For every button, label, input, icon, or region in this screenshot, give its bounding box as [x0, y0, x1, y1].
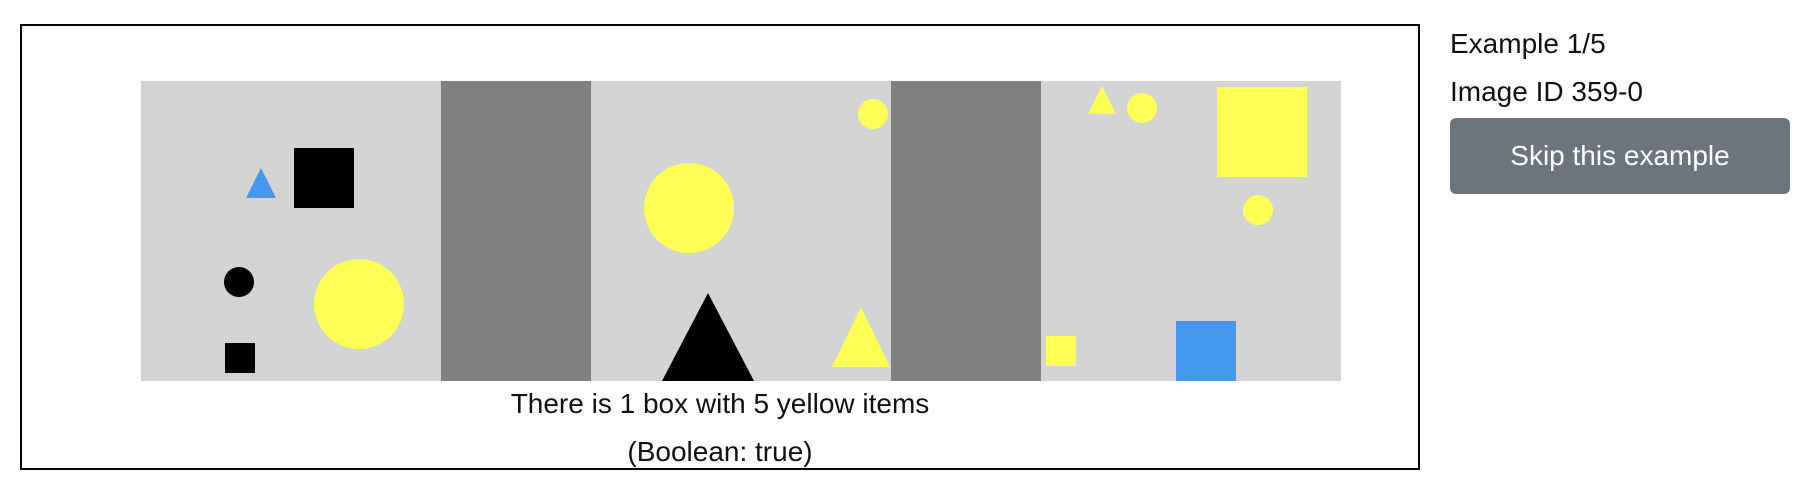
small-yellow-circle-shape — [858, 99, 888, 129]
small-yellow-triangle-shape — [1088, 86, 1116, 114]
panel-2-background — [591, 81, 891, 381]
small-yellow-circle-right-shape — [1243, 195, 1273, 225]
example-frame: There is 1 box with 5 yellow items (Bool… — [20, 24, 1420, 470]
large-yellow-circle-shape — [644, 163, 734, 253]
skip-example-button[interactable]: Skip this example — [1450, 118, 1790, 194]
panel-1-background — [141, 81, 441, 381]
small-black-square-shape — [225, 343, 255, 373]
image-id-label: Image ID 359-0 — [1450, 76, 1643, 107]
scene-image — [141, 81, 1341, 381]
black-square-shape — [294, 148, 354, 208]
side-panel: Example 1/5 Image ID 359-0 Skip this exa… — [1450, 28, 1790, 194]
caption-statement: There is 1 box with 5 yellow items — [510, 388, 930, 419]
small-yellow-square-shape — [1046, 336, 1076, 366]
separator-2 — [891, 81, 1041, 381]
yellow-circle-top-shape — [1127, 93, 1157, 123]
caption-boolean: (Boolean: true) — [627, 436, 813, 467]
black-triangle-shape — [662, 293, 754, 381]
black-circle-shape — [224, 267, 254, 297]
blue-square-shape — [1176, 321, 1236, 381]
yellow-circle-shape — [314, 259, 404, 349]
example-counter: Example 1/5 — [1450, 28, 1606, 59]
blue-triangle-shape — [246, 168, 276, 198]
yellow-square-shape — [1217, 87, 1307, 177]
yellow-triangle-shape — [832, 307, 890, 367]
separator-1 — [441, 81, 591, 381]
